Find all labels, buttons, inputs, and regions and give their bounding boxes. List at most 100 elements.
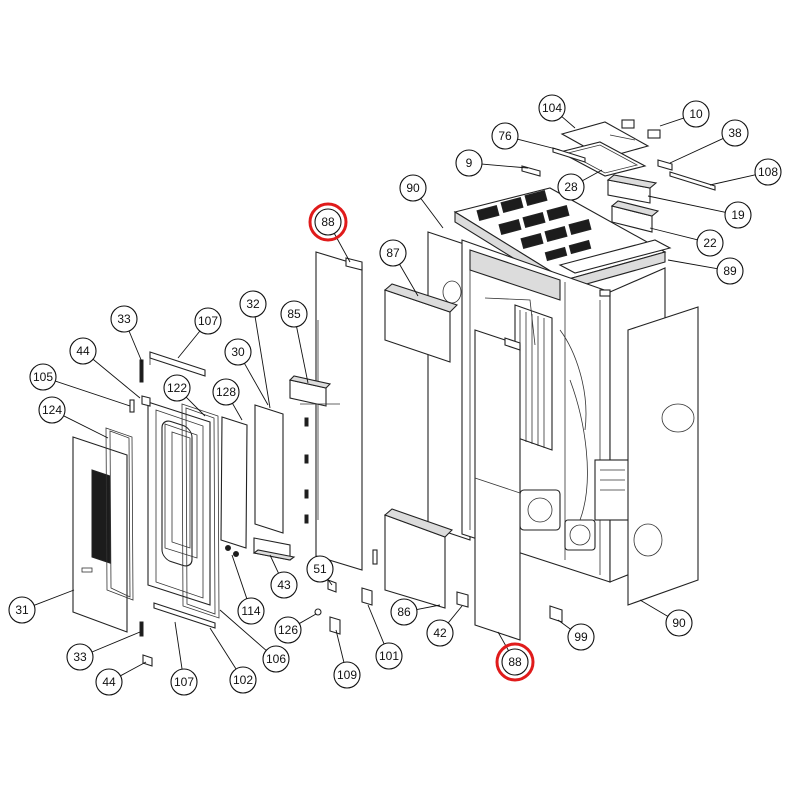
callout-89: 89 xyxy=(716,257,744,285)
callout-label-126: 126 xyxy=(278,623,298,637)
callout-bubble-107b xyxy=(170,668,198,696)
callout-9: 9 xyxy=(455,149,483,177)
callout-bubble-10 xyxy=(682,100,710,128)
callout-label-105: 105 xyxy=(33,370,53,384)
callout-label-51: 51 xyxy=(313,562,327,576)
leader-line-33a xyxy=(128,330,143,363)
callout-88a: 88 xyxy=(308,202,348,242)
leader-line-76 xyxy=(517,138,561,151)
callout-label-107b: 107 xyxy=(174,675,194,689)
leader-line-51 xyxy=(327,579,333,586)
callout-label-33b: 33 xyxy=(73,650,87,664)
leader-line-43 xyxy=(269,554,279,574)
callout-label-90a: 90 xyxy=(406,181,420,195)
callout-bubble-107a xyxy=(194,307,222,335)
leader-line-124 xyxy=(63,415,109,439)
door-frame xyxy=(147,401,211,606)
callout-bubble-43 xyxy=(270,571,298,599)
callout-label-108: 108 xyxy=(758,165,778,179)
callout-85: 85 xyxy=(280,300,308,328)
bracket-42 xyxy=(456,591,469,608)
leader-line-108 xyxy=(709,174,756,186)
callout-label-32: 32 xyxy=(246,297,260,311)
callout-105: 105 xyxy=(29,363,57,391)
hopper-lid-89 xyxy=(558,239,672,274)
leader-line-90a xyxy=(420,198,444,229)
front-glass-panel xyxy=(72,436,128,633)
callout-bubble-33b xyxy=(66,643,94,671)
callout-126: 126 xyxy=(274,616,302,644)
callout-label-88a: 88 xyxy=(321,215,335,229)
callout-bubble-32 xyxy=(239,290,267,318)
callout-22: 22 xyxy=(696,229,724,257)
callout-42: 42 xyxy=(426,619,454,647)
callout-label-106: 106 xyxy=(266,652,286,666)
callout-108: 108 xyxy=(754,158,782,186)
callout-bubble-44b xyxy=(95,668,123,696)
leader-line-9 xyxy=(481,163,529,169)
heat-exchanger xyxy=(484,297,588,521)
callout-bubble-99 xyxy=(567,623,595,651)
leader-line-10 xyxy=(659,117,684,127)
side-panel-bracket xyxy=(288,375,340,407)
callout-109: 109 xyxy=(333,661,361,689)
leader-line-38 xyxy=(669,138,724,164)
callout-label-10: 10 xyxy=(689,107,703,121)
callout-31: 31 xyxy=(8,596,36,624)
callout-label-124: 124 xyxy=(42,403,62,417)
callout-122: 122 xyxy=(163,374,191,402)
callout-bubble-126 xyxy=(274,616,302,644)
leader-line-87 xyxy=(399,264,419,297)
screw-126 xyxy=(314,608,322,616)
callout-label-128: 128 xyxy=(216,385,236,399)
callout-102: 102 xyxy=(229,666,257,694)
callout-107b: 107 xyxy=(170,668,198,696)
callout-bubble-102 xyxy=(229,666,257,694)
callout-bubble-122 xyxy=(163,374,191,402)
panel-19 xyxy=(606,174,658,204)
callout-label-22: 22 xyxy=(703,236,717,250)
callout-32: 32 xyxy=(239,290,267,318)
leader-line-32 xyxy=(254,316,271,409)
callout-label-76: 76 xyxy=(498,129,512,143)
bottom-hinge-bracket xyxy=(153,602,216,629)
callout-bubble-128 xyxy=(212,378,240,406)
callout-87: 87 xyxy=(379,239,407,267)
callout-bubble-90a xyxy=(399,174,427,202)
leader-line-101 xyxy=(367,604,385,645)
door-inner-panel xyxy=(254,404,284,534)
callout-label-19: 19 xyxy=(731,208,745,222)
door-glass-retainer xyxy=(220,416,248,557)
highlight-ring-88a xyxy=(308,202,348,242)
callout-bubble-105 xyxy=(29,363,57,391)
clip-9 xyxy=(521,165,541,177)
micro-switch-38 xyxy=(657,159,673,171)
leader-line-44b xyxy=(120,661,147,677)
callout-44a: 44 xyxy=(69,337,97,365)
lower-front-panel-86 xyxy=(383,508,454,609)
leader-line-102 xyxy=(209,627,237,670)
highlight-ring-88b xyxy=(495,642,535,682)
callout-label-87: 87 xyxy=(386,246,400,260)
callout-bubble-44a xyxy=(69,337,97,365)
callout-bubble-88a xyxy=(314,208,342,236)
callout-label-31: 31 xyxy=(15,603,29,617)
callout-label-89: 89 xyxy=(723,264,737,278)
front-panel-87 xyxy=(383,283,459,363)
callout-label-9: 9 xyxy=(466,156,473,170)
callout-114: 114 xyxy=(237,597,265,625)
callout-label-107a: 107 xyxy=(198,314,218,328)
callout-label-42: 42 xyxy=(433,626,447,640)
leader-line-86 xyxy=(416,604,441,610)
callout-76: 76 xyxy=(491,122,519,150)
callout-bubble-28 xyxy=(557,173,585,201)
callout-10: 10 xyxy=(682,100,710,128)
callout-label-85: 85 xyxy=(287,307,301,321)
leader-line-106 xyxy=(219,609,267,651)
callout-bubble-104 xyxy=(538,94,566,122)
leader-line-89 xyxy=(667,259,718,270)
callout-44b: 44 xyxy=(95,668,123,696)
leader-line-90b xyxy=(639,599,669,617)
callout-101: 101 xyxy=(375,642,403,670)
